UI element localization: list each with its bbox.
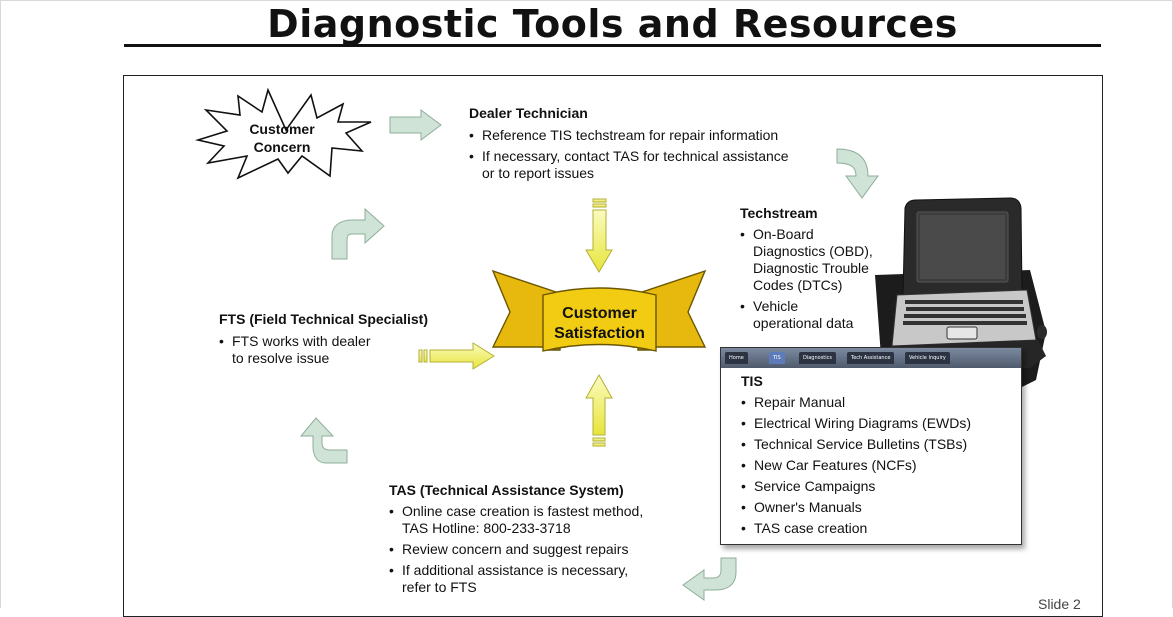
tas-line: TAS Hotline: 800-233-3718 <box>402 520 571 536</box>
fts-line: to resolve issue <box>232 350 330 366</box>
title-underline <box>124 44 1101 47</box>
dealer-item-line: If necessary, contact TAS for technical … <box>482 148 789 164</box>
tis-item: Repair Manual <box>741 394 1016 411</box>
tas-list: Online case creation is fastest method,T… <box>389 503 689 600</box>
tis-item: New Car Features (NCFs) <box>741 457 1016 474</box>
tas-item: Review concern and suggest repairs <box>389 541 689 558</box>
arrow-tas-to-satisfaction <box>585 373 613 447</box>
dealer-item: If necessary, contact TAS for technical … <box>469 148 829 182</box>
customer-concern-line2: Concern <box>253 139 311 155</box>
customer-concern-label: Customer Concern <box>240 120 324 156</box>
tas-item: If additional assistance is necessary,re… <box>389 562 689 596</box>
tas-heading: TAS (Technical Assistance System) <box>389 482 624 498</box>
slide-number: Slide 2 <box>1038 596 1081 612</box>
tis-tab-tis[interactable]: TIS <box>769 352 785 364</box>
dealer-technician-heading: Dealer Technician <box>469 105 588 121</box>
tis-item: Electrical Wiring Diagrams (EWDs) <box>741 415 1016 432</box>
techstream-list: On-Board Diagnostics (OBD), Diagnostic T… <box>740 226 900 336</box>
tis-heading: TIS <box>741 373 763 389</box>
techstream-line: Diagnostic Trouble <box>753 260 869 276</box>
techstream-item: On-Board Diagnostics (OBD), Diagnostic T… <box>740 226 900 294</box>
techstream-line: Diagnostics (OBD), <box>753 243 873 259</box>
arrow-tis-to-tas <box>682 557 737 601</box>
dealer-item-line: or to report issues <box>482 165 595 181</box>
customer-concern-starburst <box>194 87 372 180</box>
fts-line: FTS works with dealer <box>232 333 371 349</box>
techstream-item: Vehicle operational data <box>740 298 900 332</box>
satisfaction-line2: Satisfaction <box>554 325 645 342</box>
arrow-fts-to-dealer <box>331 207 385 260</box>
tis-toolbar: Home TIS Diagnostics Tech Assistance Veh… <box>721 348 1021 368</box>
techstream-line: operational data <box>753 315 854 331</box>
techstream-heading: Techstream <box>740 205 818 221</box>
tas-line: If additional assistance is necessary, <box>402 562 629 578</box>
arrow-concern-to-dealer <box>389 109 442 141</box>
tis-tab-tech-assistance[interactable]: Tech Assistance <box>847 352 895 364</box>
satisfaction-line1: Customer <box>562 305 637 322</box>
techstream-line: On-Board <box>753 226 814 242</box>
tas-line: refer to FTS <box>402 579 477 595</box>
tis-item: Owner's Manuals <box>741 499 1016 516</box>
dealer-technician-list: Reference TIS techstream for repair info… <box>469 127 829 182</box>
tis-tab-home[interactable]: Home <box>725 352 748 364</box>
customer-concern-line1: Customer <box>249 121 315 137</box>
techstream-line: Codes (DTCs) <box>753 277 843 293</box>
tis-tab-diagnostics[interactable]: Diagnostics <box>799 352 837 364</box>
customer-satisfaction-label: Customer Satisfaction <box>543 304 656 344</box>
tis-tab-vehicle-inquiry[interactable]: Vehicle Inquiry <box>905 352 950 364</box>
arrow-fts-to-satisfaction <box>418 342 495 370</box>
tas-item: Online case creation is fastest method,T… <box>389 503 689 537</box>
tis-list: Repair Manual Electrical Wiring Diagrams… <box>741 394 1016 541</box>
techstream-line: Vehicle <box>753 298 799 314</box>
tis-item: TAS case creation <box>741 520 1016 537</box>
tis-item: Technical Service Bulletins (TSBs) <box>741 436 1016 453</box>
tas-line: Online case creation is fastest method, <box>402 503 644 519</box>
dealer-item: Reference TIS techstream for repair info… <box>469 127 829 144</box>
page-title: Diagnostic Tools and Resources <box>267 2 958 46</box>
customer-satisfaction-banner <box>491 269 707 352</box>
arrow-dealer-to-satisfaction <box>585 198 613 273</box>
fts-heading: FTS (Field Technical Specialist) <box>219 311 429 327</box>
tis-item: Service Campaigns <box>741 478 1016 495</box>
arrow-tas-to-fts <box>299 417 348 464</box>
arrow-dealer-to-techstream <box>836 148 879 199</box>
tis-panel: Home TIS Diagnostics Tech Assistance Veh… <box>720 347 1022 545</box>
